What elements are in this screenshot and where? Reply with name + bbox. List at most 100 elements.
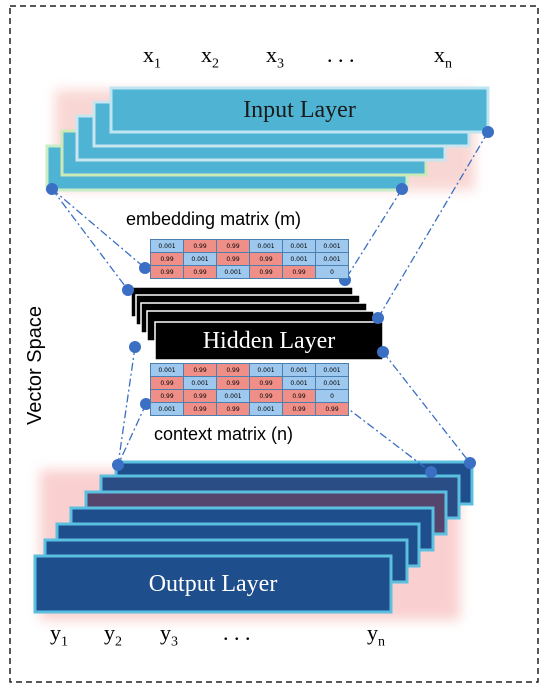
matrix-cell: 0.99: [249, 265, 283, 279]
matrix-cell: 0.99: [183, 265, 217, 279]
node-hidden-right: [372, 312, 384, 324]
output-token-base: y: [104, 620, 115, 645]
matrix-cell: 0.001: [315, 376, 349, 390]
input-token-base: . . .: [327, 42, 355, 67]
node-output-left: [112, 459, 124, 471]
matrix-cell: 0.001: [183, 252, 217, 266]
input-token: x3: [266, 42, 284, 72]
connector-input-right-2: [344, 188, 403, 281]
outer-frame: [9, 5, 539, 683]
connector-context-right: [341, 403, 432, 473]
matrix-cell: 0.99: [315, 402, 349, 416]
input-plate-1: [109, 86, 490, 134]
input-layer-stack: [45, 86, 490, 192]
output-token-subscript: 2: [115, 634, 122, 650]
hidden-layer-stack: [130, 286, 384, 361]
matrix-cell: 0.001: [150, 402, 184, 416]
output-token-base: y: [160, 620, 171, 645]
input-token: x1: [143, 42, 161, 72]
matrix-cell: 0.99: [249, 376, 283, 390]
input-token-base: x: [266, 42, 277, 67]
matrix-cell: 0.99: [282, 402, 316, 416]
matrix-cell: 0.99: [183, 389, 217, 403]
output-token-base: . . .: [223, 620, 251, 645]
node-embedding-left: [139, 262, 151, 274]
output-token-base: y: [367, 620, 378, 645]
matrix-cell: 0.001: [315, 363, 349, 377]
output-token-subscript: 1: [61, 634, 68, 650]
node-hidden-bottom-left: [129, 341, 141, 353]
node-input-left: [46, 183, 58, 195]
matrix-cell: 0.99: [216, 239, 250, 253]
connector-input-left-2: [51, 188, 146, 269]
input-token-subscript: 3: [277, 56, 284, 72]
output-token-base: y: [50, 620, 61, 645]
matrix-cell: 0.99: [282, 389, 316, 403]
input-token-base: x: [434, 42, 445, 67]
matrix-cell: 0.99: [249, 252, 283, 266]
matrix-cell: 0.99: [282, 265, 316, 279]
hidden-layer-label: Hidden Layer: [202, 328, 336, 354]
matrix-cell: 0.99: [216, 252, 250, 266]
connector-input-right-1: [377, 131, 489, 319]
output-token: y1: [50, 620, 68, 650]
matrix-cell: 0: [315, 265, 349, 279]
matrix-cell: 0.001: [150, 239, 184, 253]
input-token: . . .: [327, 42, 355, 68]
matrix-cell: 0.001: [183, 376, 217, 390]
matrix-cell: 0: [315, 389, 349, 403]
matrix-cell: 0.001: [249, 239, 283, 253]
matrix-cell: 0.99: [183, 402, 217, 416]
connector-context-left: [117, 403, 147, 466]
matrix-cell: 0.99: [150, 389, 184, 403]
matrix-cell: 0.99: [150, 252, 184, 266]
output-layer-label: Output Layer: [148, 571, 278, 597]
matrix-cell: 0.001: [315, 252, 349, 266]
matrix-cell: 0.99: [216, 402, 250, 416]
output-token-subscript: n: [378, 634, 385, 650]
matrix-cell: 0.99: [150, 376, 184, 390]
hidden-plate-1: [154, 321, 384, 361]
input-token-base: x: [201, 42, 212, 67]
input-token: x2: [201, 42, 219, 72]
output-token: y2: [104, 620, 122, 650]
connectors: [51, 131, 489, 473]
matrix-cell: 0.001: [282, 363, 316, 377]
matrix-cell: 0.001: [282, 239, 316, 253]
embedding-matrix-label: embedding matrix (m): [126, 209, 302, 229]
node-hidden-bottom-right: [377, 346, 389, 358]
node-input-far-right: [482, 126, 494, 138]
matrix-cell: 0.99: [216, 363, 250, 377]
matrix-cell: 0.001: [282, 252, 316, 266]
matrix-cell: 0.001: [216, 389, 250, 403]
matrix-cell: 0.001: [216, 265, 250, 279]
matrix-cell: 0.99: [249, 389, 283, 403]
node-input-right: [396, 183, 408, 195]
input-token-subscript: n: [445, 56, 452, 72]
vector-space-label: Vector Space: [24, 306, 46, 425]
matrix-cell: 0.99: [183, 363, 217, 377]
output-token: y3: [160, 620, 178, 650]
input-token-subscript: 2: [212, 56, 219, 72]
input-layer-label: Input Layer: [243, 97, 356, 123]
node-context-left: [140, 398, 152, 410]
context-matrix-label: context matrix (n): [154, 424, 294, 444]
matrix-cell: 0.001: [249, 363, 283, 377]
connector-input-left-1: [51, 188, 129, 291]
input-token-subscript: 1: [154, 56, 161, 72]
output-token: . . .: [223, 620, 251, 646]
output-token: yn: [367, 620, 385, 650]
output-layer-stack: [33, 460, 474, 620]
matrix-cell: 0.001: [249, 402, 283, 416]
output-token-subscript: 3: [171, 634, 178, 650]
